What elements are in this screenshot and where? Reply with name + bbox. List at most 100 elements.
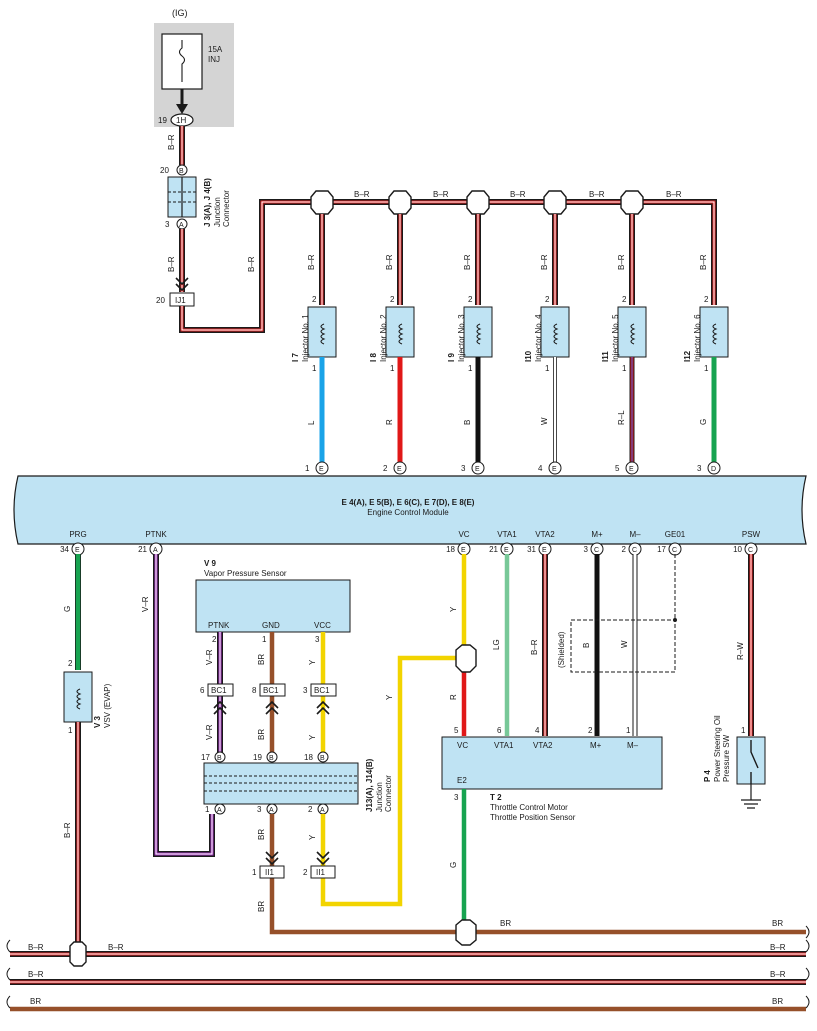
wire-label-rw: R–W [736,642,745,660]
ecm-bottom-pin-3: 21 [489,545,498,554]
bus2-label-br-left: B–R [28,970,44,979]
ecm-bottom-conn-7: C [672,547,677,554]
jmid-a-3: A [320,807,325,814]
injector-2-box [385,306,415,358]
splice-e2 [455,919,477,946]
wire-label-g-e2: G [449,862,458,868]
throttle-term-mplus: M+ [590,741,602,750]
wire-label-w-mminus: W [620,640,629,648]
injector-3-pin-top: 2 [468,295,473,304]
ecm-pin-circle [707,461,721,475]
br-injector-bus [322,199,717,305]
injector-2-name: Injector No. 2 [379,314,388,362]
ecm-term-1: PTNK [145,530,167,539]
psw-pin: 1 [741,726,746,735]
ecm-bottom-conn-1: A [153,547,158,554]
wire-label-br-inj-4: B–R [540,254,549,270]
psw-line1: Power Steering Oil [713,715,722,782]
junction-j3-line2: Connector [222,190,231,227]
ij1-pin-label: 20 [156,296,165,305]
ecm-term-2: VC [458,530,469,539]
bus-label-br-4: B–R [589,190,605,199]
injector-2-ecm-pin: 2 [383,464,388,473]
wire-break-marks [6,925,810,1009]
ii1-label-1: II1 [265,868,274,877]
bus-label-br-mid: B–R [108,943,124,952]
junction-j13-line2: Connector [384,775,393,812]
splice-vc [455,644,477,673]
switch-icon [750,740,759,784]
ecm-bottom-pin-7: 17 [657,545,666,554]
jmid-b-3: B [320,755,325,762]
bus-label-br-right: B–R [770,943,786,952]
ecm-bottom-terminals: PRGE34PTNKA21VCE18VTA1E21VTA2E31M+C3M–C2… [60,530,761,556]
ii1-connector-2 [310,865,336,879]
wire-label-brown-1: BR [257,654,266,665]
throttle-term-vta1: VTA1 [494,741,514,750]
jmid-b-1: B [217,755,222,762]
injector-4-ref: I10 [524,350,533,362]
injector-1-ecm-conn: E [319,466,324,473]
vps-box [195,579,351,633]
injector-5-pin-bot: 1 [622,364,627,373]
ecm-term-8: PSW [742,530,761,539]
injector-6-ecm-conn: D [711,466,716,473]
injector-5-name: Injector No. 5 [611,314,620,362]
jmid-bot-2: 3 [257,805,262,814]
wire-label-br-inj-1: B–R [307,254,316,270]
injector-3-ref: I 9 [447,353,456,362]
splice-injector-1 [310,190,334,215]
injector-4-pin-top: 2 [545,295,550,304]
ecm-bottom-pin-4: 31 [527,545,536,554]
bc1-connector-3 [310,683,337,697]
injector-6-wire-label: G [699,419,708,425]
bus-label-br-1: B–R [354,190,370,199]
ecm-connectors: E 4(A), E 5(B), E 6(C), E 7(D), E 8(E) [342,498,475,507]
vps-term-gnd: GND [262,621,280,630]
throttle-term-mminus: M– [627,741,639,750]
ecm-term-0: PRG [69,530,86,539]
shield-box [570,619,676,673]
fuse-name: INJ [208,55,220,64]
bus-label-br-3: B–R [510,190,526,199]
injector-6-name: Injector No. 6 [693,314,702,362]
throttle-box [441,736,663,790]
wire-label-y-4: Y [385,694,394,700]
injector-2-pin-bot: 1 [390,364,395,373]
connector-ij1-label: IJ1 [175,296,186,305]
vsv-name: VSV (EVAP) [103,683,112,728]
bus3-label-brown-left: BR [30,997,41,1006]
injector-3-ecm-pin: 3 [461,464,466,473]
jmid-top-2: 19 [253,753,262,762]
ecm-bottom-conn-5: C [594,547,599,554]
injector-2-ref: I 8 [369,353,378,362]
ii1-label-2: II1 [316,868,325,877]
ecm-name: Engine Control Module [367,508,449,517]
ecm-term-4: VTA2 [535,530,555,539]
bc1-pin-3: 3 [303,686,308,695]
injector-1-pin-bot: 1 [312,364,317,373]
injector-1-pin-top: 2 [312,295,317,304]
injector-6-ecm-pin: 3 [697,464,702,473]
jmid-top-3: 18 [304,753,313,762]
vps-name: Vapor Pressure Sensor [204,569,287,578]
purple-wire-ptnk [153,554,215,857]
arrow-down-icon [176,104,188,114]
ecm-term-3: VTA1 [497,530,517,539]
ii1-connector-1 [259,865,285,879]
injector-4-name: Injector No. 4 [534,314,543,362]
throttle-pin-vta1: 6 [497,726,502,735]
ecm-term-6: M– [629,530,641,539]
injector-2-ecm-conn: E [397,466,402,473]
vsv-pin-bot: 1 [68,726,73,735]
wire-label-br-1: B–R [167,134,176,150]
injector-5-ref: I11 [601,351,610,362]
ecm-pin-circle [471,461,485,475]
vps-term-ptnk: PTNK [208,621,230,630]
injector-5-box [617,306,647,358]
wire-label-vr-1: V–R [205,649,214,665]
ecm-pin-circle [625,461,639,475]
wire-label-y-1: Y [308,659,317,665]
injector-5-wire-label: R–L [617,410,626,425]
wire-label-brown-3: BR [257,829,266,840]
